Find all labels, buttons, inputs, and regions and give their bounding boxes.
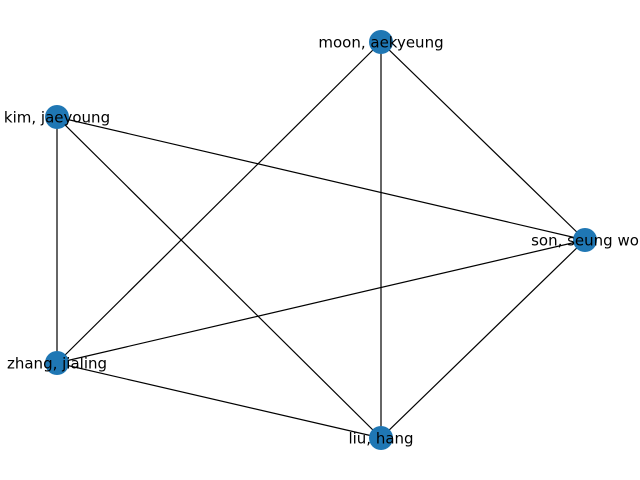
- node-son: [573, 228, 597, 252]
- node-kim: [45, 105, 69, 129]
- edge-kim-liu: [56, 116, 382, 439]
- node-label-liu: liu, hang: [348, 430, 413, 448]
- edge-moon-zhang: [56, 41, 382, 364]
- node-moon: [369, 30, 393, 54]
- node-label-son: son, seung wo: [531, 232, 639, 250]
- edges-layer: [56, 41, 586, 439]
- node-label-zhang: zhang, jialing: [7, 355, 107, 373]
- nodes-layer: [45, 30, 597, 450]
- edge-son-liu: [380, 239, 586, 439]
- node-liu: [369, 426, 393, 450]
- edge-moon-son: [380, 41, 586, 241]
- edge-zhang-liu: [56, 362, 382, 439]
- edge-son-zhang: [56, 239, 586, 364]
- node-label-kim: kim, jaeyoung: [4, 109, 110, 127]
- labels-layer: moon, aekyeung kim, jaeyoung son, seung wo…: [4, 34, 639, 448]
- edge-kim-son: [56, 116, 586, 241]
- node-zhang: [45, 351, 69, 375]
- node-label-moon: moon, aekyeung: [318, 34, 443, 52]
